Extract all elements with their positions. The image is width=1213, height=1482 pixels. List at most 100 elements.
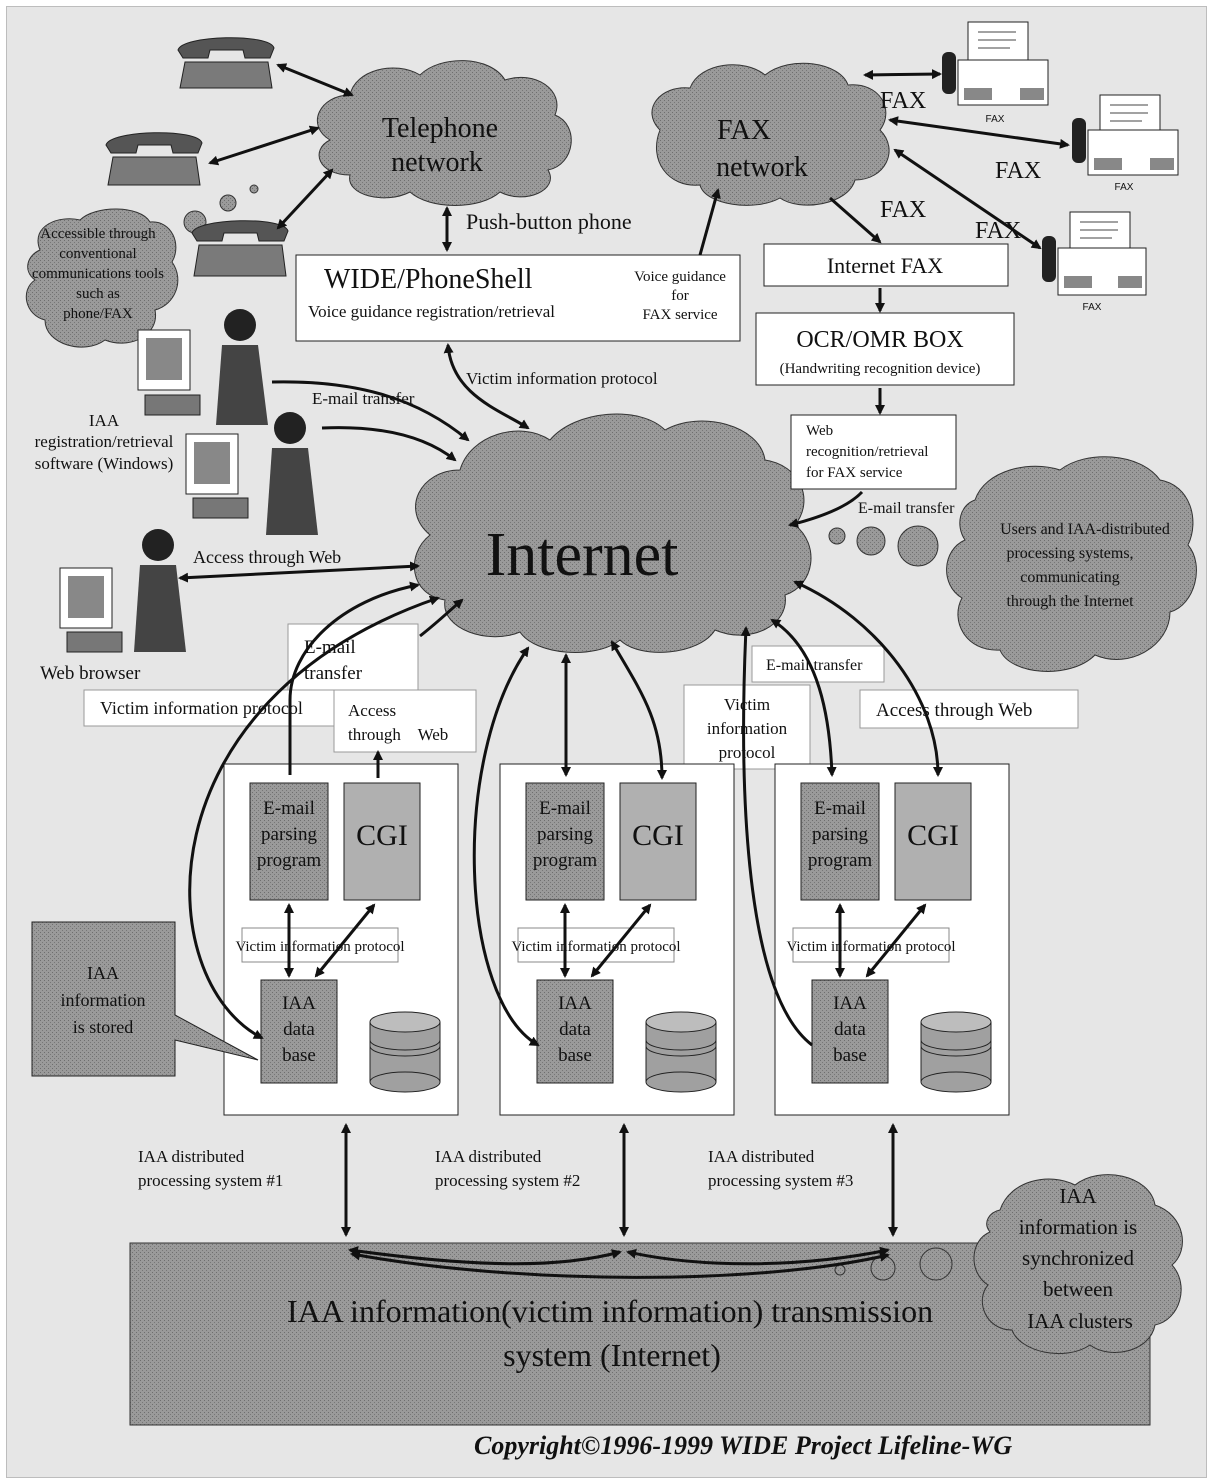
users-cloud: Users and IAA-distributed processing sys… [946,456,1197,672]
cgi-label: CGI [632,819,684,852]
fax-link-label: FAX [880,197,926,223]
processing-systems: E-mail parsing program CGI Victim informatio… [138,763,1010,1190]
email-parser-label: parsing [261,824,317,845]
arrow [610,640,667,780]
ocr-subtitle: (Handwriting recognition device) [780,361,981,377]
phoneshell-subtitle: Voice guidance registration/retrieval [308,302,555,321]
arrow [178,561,420,583]
arrow [793,580,943,777]
email-parser-box [800,782,880,901]
sync-label-4: between [1043,1277,1113,1301]
email-parser-label: program [533,850,598,871]
stored-callout: IAA information is stored [31,921,259,1077]
arrow [208,125,320,166]
email-parser-label: E-mail [539,798,591,819]
victim-protocol-box-2-line-2: information [707,719,788,738]
access-web-box-line-2: through Web [348,725,448,744]
fax-link-label: FAX [995,158,1041,184]
accessible-label-5: phone/FAX [63,306,133,322]
ocr-title: OCR/OMR BOX [796,327,963,353]
accessible-label-4: such as [76,286,120,302]
arrow [590,903,652,978]
thought-bubble-dot [828,527,846,545]
email-parser-label: program [808,850,873,871]
email-parser-label: parsing [537,824,593,845]
web-recognition-box: Web recognition/retrieval for FAX servic… [790,414,957,490]
transmission-system: IAA information(victim information) tran… [129,1242,1151,1426]
database-label: base [558,1045,592,1066]
database-label: data [283,1019,315,1040]
sync-cloud: IAA information is synchronized between … [973,1174,1183,1354]
telephone-network-label-2: network [391,147,483,178]
thought-bubble-dot [219,194,237,212]
web-browser-label: Web browser [40,663,141,684]
access-web-box-2-label: Access through Web [876,700,1032,721]
victim-protocol-box-2-line-1: Victim [724,695,770,714]
cgi-label: CGI [356,819,408,852]
iaa-software-label-3: software (Windows) [35,454,174,473]
fax-machine-2: FAX [1072,94,1179,193]
push-button-label: Push-button phone [466,209,632,234]
database-label: IAA [833,993,867,1014]
arrow [276,168,334,230]
protocol-label: Victim information protocol [235,939,404,955]
iaa-software-label-1: IAA [89,411,120,430]
arrow [865,903,927,978]
phoneshell-title: WIDE/PhoneShell [324,264,533,295]
sync-label-2: information is [1019,1215,1137,1239]
fax-machine-1: FAX [942,21,1049,125]
arrow [698,188,721,256]
email-parser-label: E-mail [814,798,866,819]
thought-bubble-dot [249,184,259,194]
fax-network-label-1: FAX [717,115,771,146]
email-parser-label: parsing [812,824,868,845]
accessible-cloud: Accessible through conventional communic… [25,208,179,348]
fax-device-label: FAX [986,114,1005,125]
arrow [321,426,457,462]
system-label: IAA distributed [138,1147,245,1166]
database-label: IAA [282,993,316,1014]
telephone-3 [191,220,289,277]
copyright: Copyright©1996-1999 WIDE Project Lifelin… [474,1431,1012,1460]
fax-link-label: FAX [880,88,926,114]
thought-bubble-dot [897,525,939,567]
processing-system-2: E-mail parsing program CGI Victim informatio… [435,763,735,1190]
victim-protocol-box: Victim information protocol [83,689,337,727]
iaa-software-label-2: registration/retrieval [35,432,174,451]
phoneshell-fax-note-2: for [671,288,689,304]
cgi-box [894,782,972,901]
email-transfer-label: E-mail transfer [312,389,415,408]
transmission-line-2: system (Internet) [503,1337,721,1373]
victim-protocol-box-2-line-3: protocol [719,743,776,762]
arrow [893,148,1042,250]
access-web-box: Access through Web [333,689,477,753]
fax-machine-3: FAX [1042,211,1147,313]
database-label: base [282,1045,316,1066]
arrow [888,116,1070,149]
internet-label: Internet [486,521,679,589]
email-parser-label: program [257,850,322,871]
access-web-label: Access through Web [193,547,341,567]
email-transfer-label: E-mail transfer [858,500,955,517]
accessible-label-2: conventional [59,246,136,262]
victim-protocol-box-2: Victim information protocol [683,684,811,770]
system-label: IAA distributed [708,1147,815,1166]
internet-fax-label: Internet FAX [827,253,943,278]
computer-user-1 [137,309,268,425]
users-label-2: processing systems, [1006,545,1133,562]
arrow [276,63,354,97]
system-label: IAA distributed [435,1147,542,1166]
web-recognition-label-2: recognition/retrieval [806,444,928,460]
arrow [788,490,864,528]
database-label: IAA [558,993,592,1014]
victim-protocol-box-label: Victim information protocol [100,698,303,718]
arrow [863,69,942,80]
protocol-label: Victim information protocol [511,939,680,955]
accessible-label-1: Accessible through [40,226,156,242]
users-label-4: through the Internet [1006,593,1134,610]
thought-bubble-dot [919,1247,953,1281]
email-transfer-box: E-mail transfer [287,623,419,691]
thought-bubble-dot [856,526,886,556]
